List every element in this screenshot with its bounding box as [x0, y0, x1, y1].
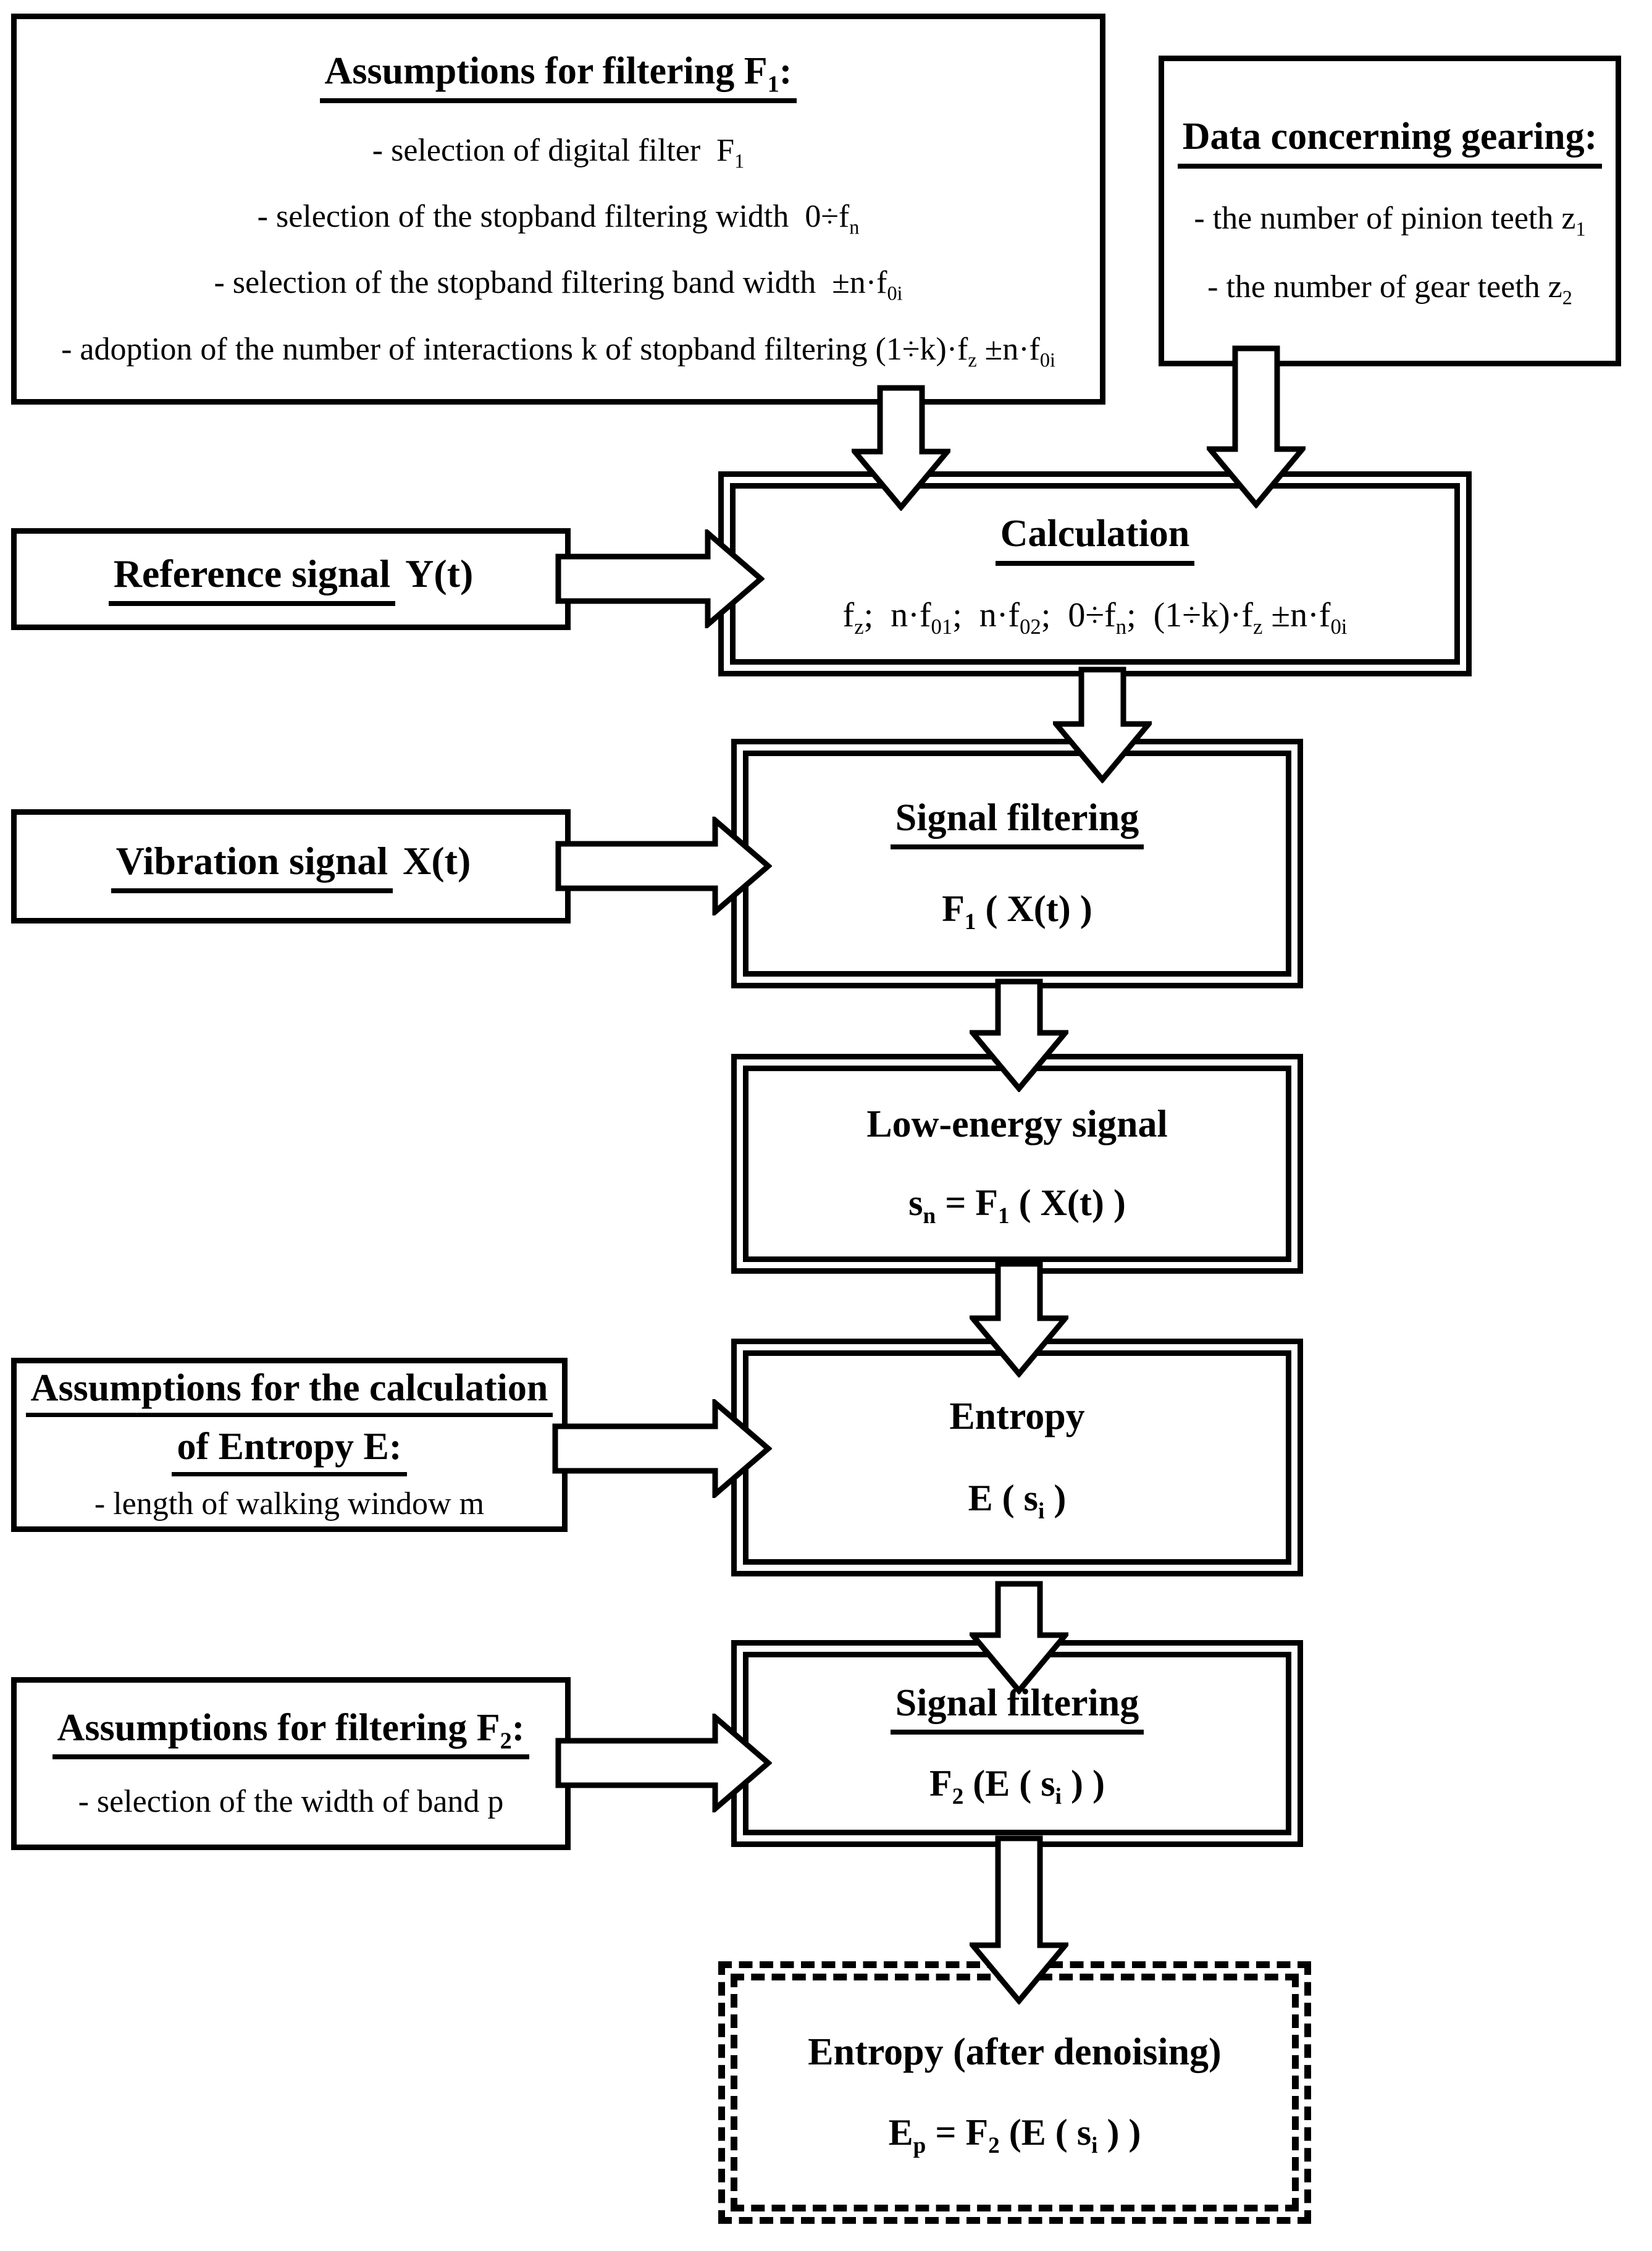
entropy-assumptions-item: - length of walking window m: [94, 1486, 485, 1521]
entropy-assumptions-title-line2: of Entropy E:: [172, 1426, 407, 1476]
f2-assumptions-title: Assumptions for filtering F2:: [52, 1707, 530, 1760]
signal-filtering-2-formula: F2 (E ( si ) ): [929, 1763, 1105, 1810]
arrow-f2-assumptions-to-filtering2: [555, 1714, 772, 1812]
signal-filtering-1-title: Signal filtering: [890, 797, 1144, 850]
box-f2-assumptions: Assumptions for filtering F2: - selectio…: [11, 1677, 571, 1850]
box-assumptions-f1: Assumptions for filtering F1: - selectio…: [11, 14, 1105, 405]
box-gearing-data-title: Data concerning gearing:: [1177, 116, 1603, 169]
box-signal-filtering-1: Signal filtering F1 ( X(t) ): [731, 739, 1303, 988]
arrow-low-energy-to-entropy: [970, 1261, 1068, 1378]
low-energy-signal-formula: sn = F1 ( X(t) ): [908, 1182, 1126, 1229]
box-entropy-denoised-inner: Entropy (after denoising) Ep = F2 (E ( s…: [731, 1974, 1299, 2211]
box-calculation-title: Calculation: [995, 513, 1195, 566]
arrow-vibration-to-filtering1: [555, 817, 772, 915]
reference-signal-label: Reference signal Y(t): [108, 552, 473, 606]
assumption-f1-item: - selection of the stopband filtering wi…: [257, 198, 860, 238]
arrow-gearing-to-calculation: [1207, 345, 1306, 508]
entropy-denoised-formula: Ep = F2 (E ( si ) ): [888, 2111, 1141, 2158]
box-entropy-denoised: Entropy (after denoising) Ep = F2 (E ( s…: [718, 1961, 1311, 2224]
arrow-entropy-to-filtering2: [970, 1581, 1068, 1694]
box-gearing-data: Data concerning gearing: - the number of…: [1159, 56, 1621, 366]
vibration-signal-label: Vibration signal X(t): [111, 839, 471, 893]
gearing-item: - the number of gear teeth z2: [1207, 269, 1572, 309]
calculation-formula: fz; n·f01; n·f02; 0÷fn; (1÷k)·fz ±n·f0i: [842, 595, 1348, 639]
entropy-assumptions-title-line1: Assumptions for the calculation: [25, 1367, 553, 1418]
assumption-f1-item: - selection of digital filter F1: [372, 132, 745, 172]
arrow-entropy-assumptions-to-entropy: [552, 1399, 772, 1498]
box-entropy-assumptions: Assumptions for the calculation of Entro…: [11, 1358, 568, 1532]
box-entropy-inner: Entropy E ( si ): [743, 1350, 1291, 1565]
low-energy-signal-title: Low-energy signal: [866, 1103, 1168, 1145]
arrow-calculation-to-filtering1: [1053, 667, 1152, 783]
entropy-title: Entropy: [949, 1395, 1085, 1438]
f2-assumptions-item: - selection of the width of band p: [78, 1784, 504, 1820]
gearing-item: - the number of pinion teeth z1: [1194, 200, 1586, 240]
entropy-denoised-title: Entropy (after denoising): [808, 2031, 1222, 2074]
box-vibration-signal: Vibration signal X(t): [11, 809, 571, 924]
box-calculation-inner: Calculation fz; n·f01; n·f02; 0÷fn; (1÷k…: [730, 483, 1460, 665]
signal-filtering-1-formula: F1 ( X(t) ): [942, 888, 1092, 935]
box-signal-filtering-1-inner: Signal filtering F1 ( X(t) ): [743, 751, 1291, 977]
box-assumptions-f1-title: Assumptions for filtering F1:: [319, 50, 797, 103]
box-reference-signal: Reference signal Y(t): [11, 528, 571, 630]
arrow-assumptions-f1-to-calculation: [852, 385, 950, 511]
assumption-f1-item: - adoption of the number of interactions…: [61, 331, 1055, 371]
assumption-f1-item: - selection of the stopband filtering ba…: [214, 265, 903, 305]
entropy-formula: E ( si ): [968, 1477, 1067, 1524]
box-low-energy-signal-inner: Low-energy signal sn = F1 ( X(t) ): [743, 1066, 1291, 1262]
arrow-filtering2-to-entropy-denoised: [970, 1835, 1068, 2005]
arrow-filtering1-to-low-energy: [970, 978, 1068, 1092]
box-calculation: Calculation fz; n·f01; n·f02; 0÷fn; (1÷k…: [718, 471, 1472, 676]
arrow-reference-to-calculation: [555, 529, 765, 628]
